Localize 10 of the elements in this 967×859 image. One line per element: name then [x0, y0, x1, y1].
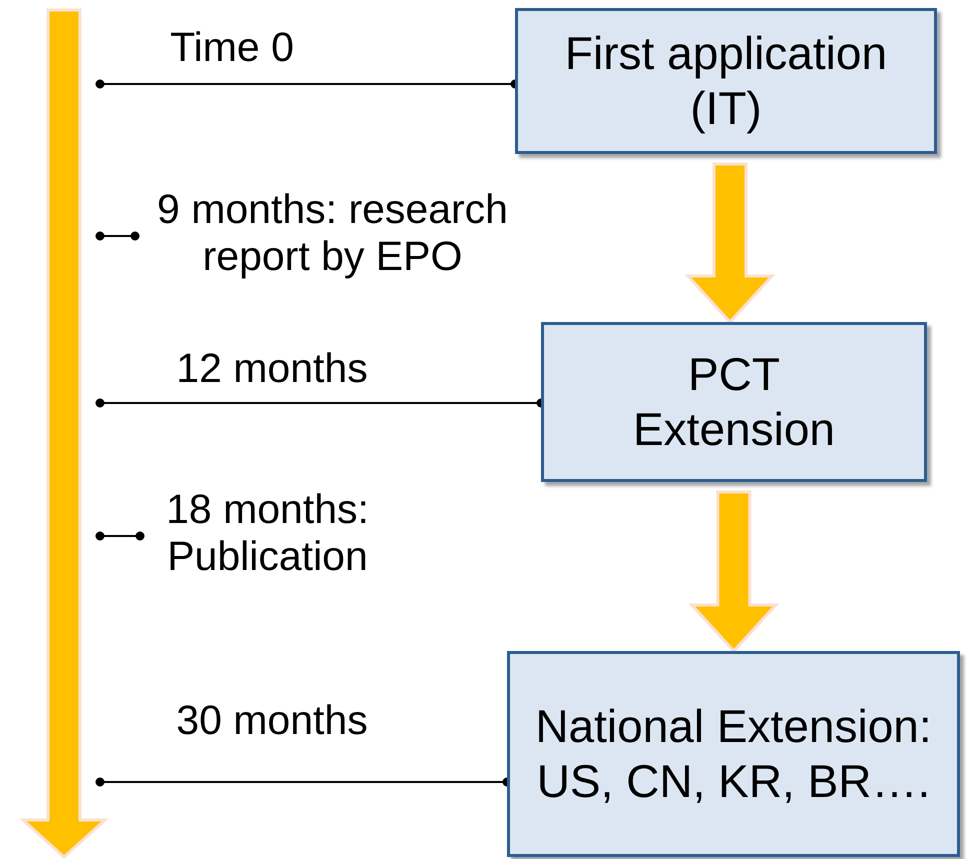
box-text: National Extension: US, CN, KR, BR….	[534, 698, 933, 809]
timeline-label: 9 months: research report by EPO	[156, 186, 509, 280]
box-text: First application (IT)	[564, 26, 888, 136]
timeline-label: 18 months: Publication	[165, 486, 370, 580]
process-box	[507, 651, 960, 857]
block-arrow	[684, 162, 776, 324]
block-arrow	[688, 490, 780, 654]
process-box	[541, 322, 927, 482]
process-box	[515, 8, 937, 154]
box-text: PCT Extension	[632, 346, 836, 457]
